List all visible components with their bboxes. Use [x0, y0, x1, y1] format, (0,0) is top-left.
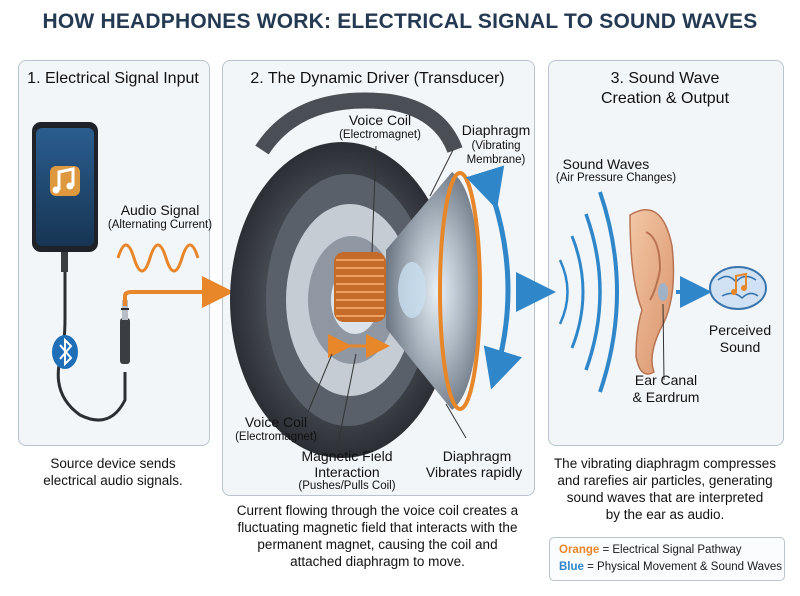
sound-waves-sublabel: (Air Pressure Changes): [555, 172, 677, 184]
legend-blue-text: = Physical Movement & Sound Waves: [583, 561, 782, 573]
panel-title-driver: 2. The Dynamic Driver (Transducer): [250, 70, 505, 87]
legend-orange-key: Orange: [559, 544, 600, 556]
legend-row-orange: Orange = Electrical Signal Pathway: [559, 544, 742, 556]
perceived-sound-label-1: Perceived: [708, 322, 772, 338]
caption-output-1: The vibrating diaphragm compresses: [553, 456, 777, 471]
panel-title-input: 1. Electrical Signal Input: [27, 70, 199, 87]
diaphragm-top-sublabel-1: (Vibrating: [471, 140, 521, 152]
bluetooth-icon: [52, 335, 78, 369]
vibration-arrow: [465, 165, 523, 390]
brain-icon: [709, 266, 767, 310]
magnetic-field-sublabel: (Pushes/Pulls Coil): [298, 480, 396, 492]
diaphragm-top-label: Diaphragm: [461, 122, 531, 138]
color-legend: Orange = Electrical Signal Pathway Blue …: [549, 537, 785, 581]
ear-canal-label-2: & Eardrum: [632, 389, 700, 405]
caption-driver-1: Current flowing through the voice coil c…: [236, 503, 519, 518]
legend-orange-text: = Electrical Signal Pathway: [599, 544, 742, 556]
voice-coil-bottom-sublabel: (Electromagnet): [235, 431, 317, 443]
legend-row-blue: Blue = Physical Movement & Sound Waves: [559, 561, 782, 573]
diaphragm-top-sublabel-2: Membrane): [466, 154, 526, 166]
sound-waves-label: Sound Waves: [562, 156, 650, 172]
caption-driver-2: fluctuating magnetic field that interact…: [237, 520, 518, 535]
sound-waves-icon: [558, 191, 619, 393]
audio-signal-sublabel: (Alternating Current): [107, 219, 213, 231]
panel-title-output-1: 3. Sound Wave: [610, 70, 720, 87]
caption-driver-3: permanent magnet, causing the coil and: [257, 537, 498, 552]
alternating-current-wave: [116, 243, 200, 273]
page-title: HOW HEADPHONES WORK: ELECTRICAL SIGNAL T…: [42, 10, 758, 33]
voice-coil-bottom-label: Voice Coil: [244, 414, 308, 430]
caption-output-4: by the ear as audio.: [605, 507, 725, 522]
caption-input-2: electrical audio signals.: [43, 473, 183, 488]
music-note-icon: [52, 167, 75, 194]
voice-coil-top-sublabel: (Electromagnet): [339, 129, 421, 141]
magnetic-field-label-1: Magnetic Field: [301, 448, 393, 464]
smartphone-icon: [32, 122, 98, 252]
legend-blue-key: Blue: [559, 561, 584, 573]
audio-signal-label: Audio Signal: [120, 202, 200, 218]
caption-output-3: sound waves that are interpreted: [566, 490, 764, 505]
diaphragm-bottom-label-1: Diaphragm: [442, 448, 512, 464]
magnetic-field-label-2: Interaction: [314, 464, 380, 480]
diaphragm-bottom-label-2: Vibrates rapidly: [425, 464, 523, 480]
perceived-sound-label-2: Sound: [719, 339, 761, 355]
caption-output-2: and rarefies air particles, generating: [557, 473, 773, 488]
panel-title-output-2: Creation & Output: [600, 90, 730, 107]
signal-path-arrow: [123, 276, 234, 308]
ear-canal-label-1: Ear Canal: [634, 372, 698, 388]
voice-coil-top-label: Voice Coil: [348, 112, 412, 128]
voice-coil-icon: [334, 252, 386, 322]
caption-driver-4: attached diaphragm to move.: [290, 554, 465, 569]
caption-input-1: Source device sends: [50, 456, 176, 471]
ear-icon: [629, 209, 675, 375]
leader-lines: [307, 145, 467, 455]
